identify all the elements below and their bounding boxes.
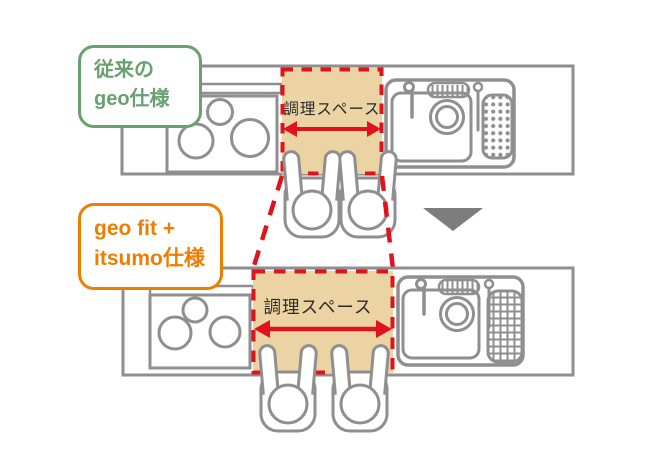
- burner-icon: [181, 296, 209, 324]
- kitchen-bottom: 調理スペース: [121, 266, 575, 433]
- burner-icon: [230, 118, 270, 158]
- hands-top: [281, 149, 399, 239]
- cooktop-bottom: [148, 293, 252, 370]
- double-headed-arrow-icon: [283, 121, 381, 137]
- faucet-icon: [403, 81, 415, 119]
- sink-top: [384, 78, 516, 169]
- down-triangle-icon: [423, 208, 483, 231]
- burner-icon: [177, 122, 215, 160]
- drainer-grid-area: [486, 289, 524, 364]
- drainer-dots-area: [481, 93, 514, 160]
- cooking-space-label-bottom: 調理スペース: [264, 297, 373, 317]
- sponge-rack-icon: [437, 278, 481, 296]
- faucet-icon: [415, 278, 427, 316]
- utensil-icon: [472, 81, 484, 132]
- cooking-space-label-top: 調理スペース: [283, 100, 380, 118]
- label-new-spec: geo fit + itsumo仕様: [78, 203, 223, 290]
- burner-icon: [208, 315, 242, 349]
- transition: [250, 175, 483, 270]
- label-conventional-spec: 従来の geo仕様: [78, 45, 202, 128]
- projection-line-right: [379, 175, 396, 270]
- label-new-line2: itsumo仕様: [94, 247, 205, 271]
- sink-bottom: [396, 275, 525, 367]
- cooking-space-dashed-border-bottom: [251, 269, 395, 375]
- projection-line-left: [250, 175, 285, 270]
- label-conventional-line1: 従来の: [94, 59, 154, 81]
- drain-icon: [429, 99, 465, 135]
- label-conventional-line2: geo仕様: [94, 88, 170, 110]
- drain-icon: [439, 296, 475, 332]
- burner-icon: [157, 315, 193, 351]
- label-new-line1: geo fit +: [94, 217, 176, 240]
- double-headed-arrow-icon: [254, 320, 392, 338]
- sponge-rack-icon: [426, 81, 471, 99]
- kitchen-top: 調理スペース: [120, 64, 575, 239]
- burner-icon: [206, 98, 234, 126]
